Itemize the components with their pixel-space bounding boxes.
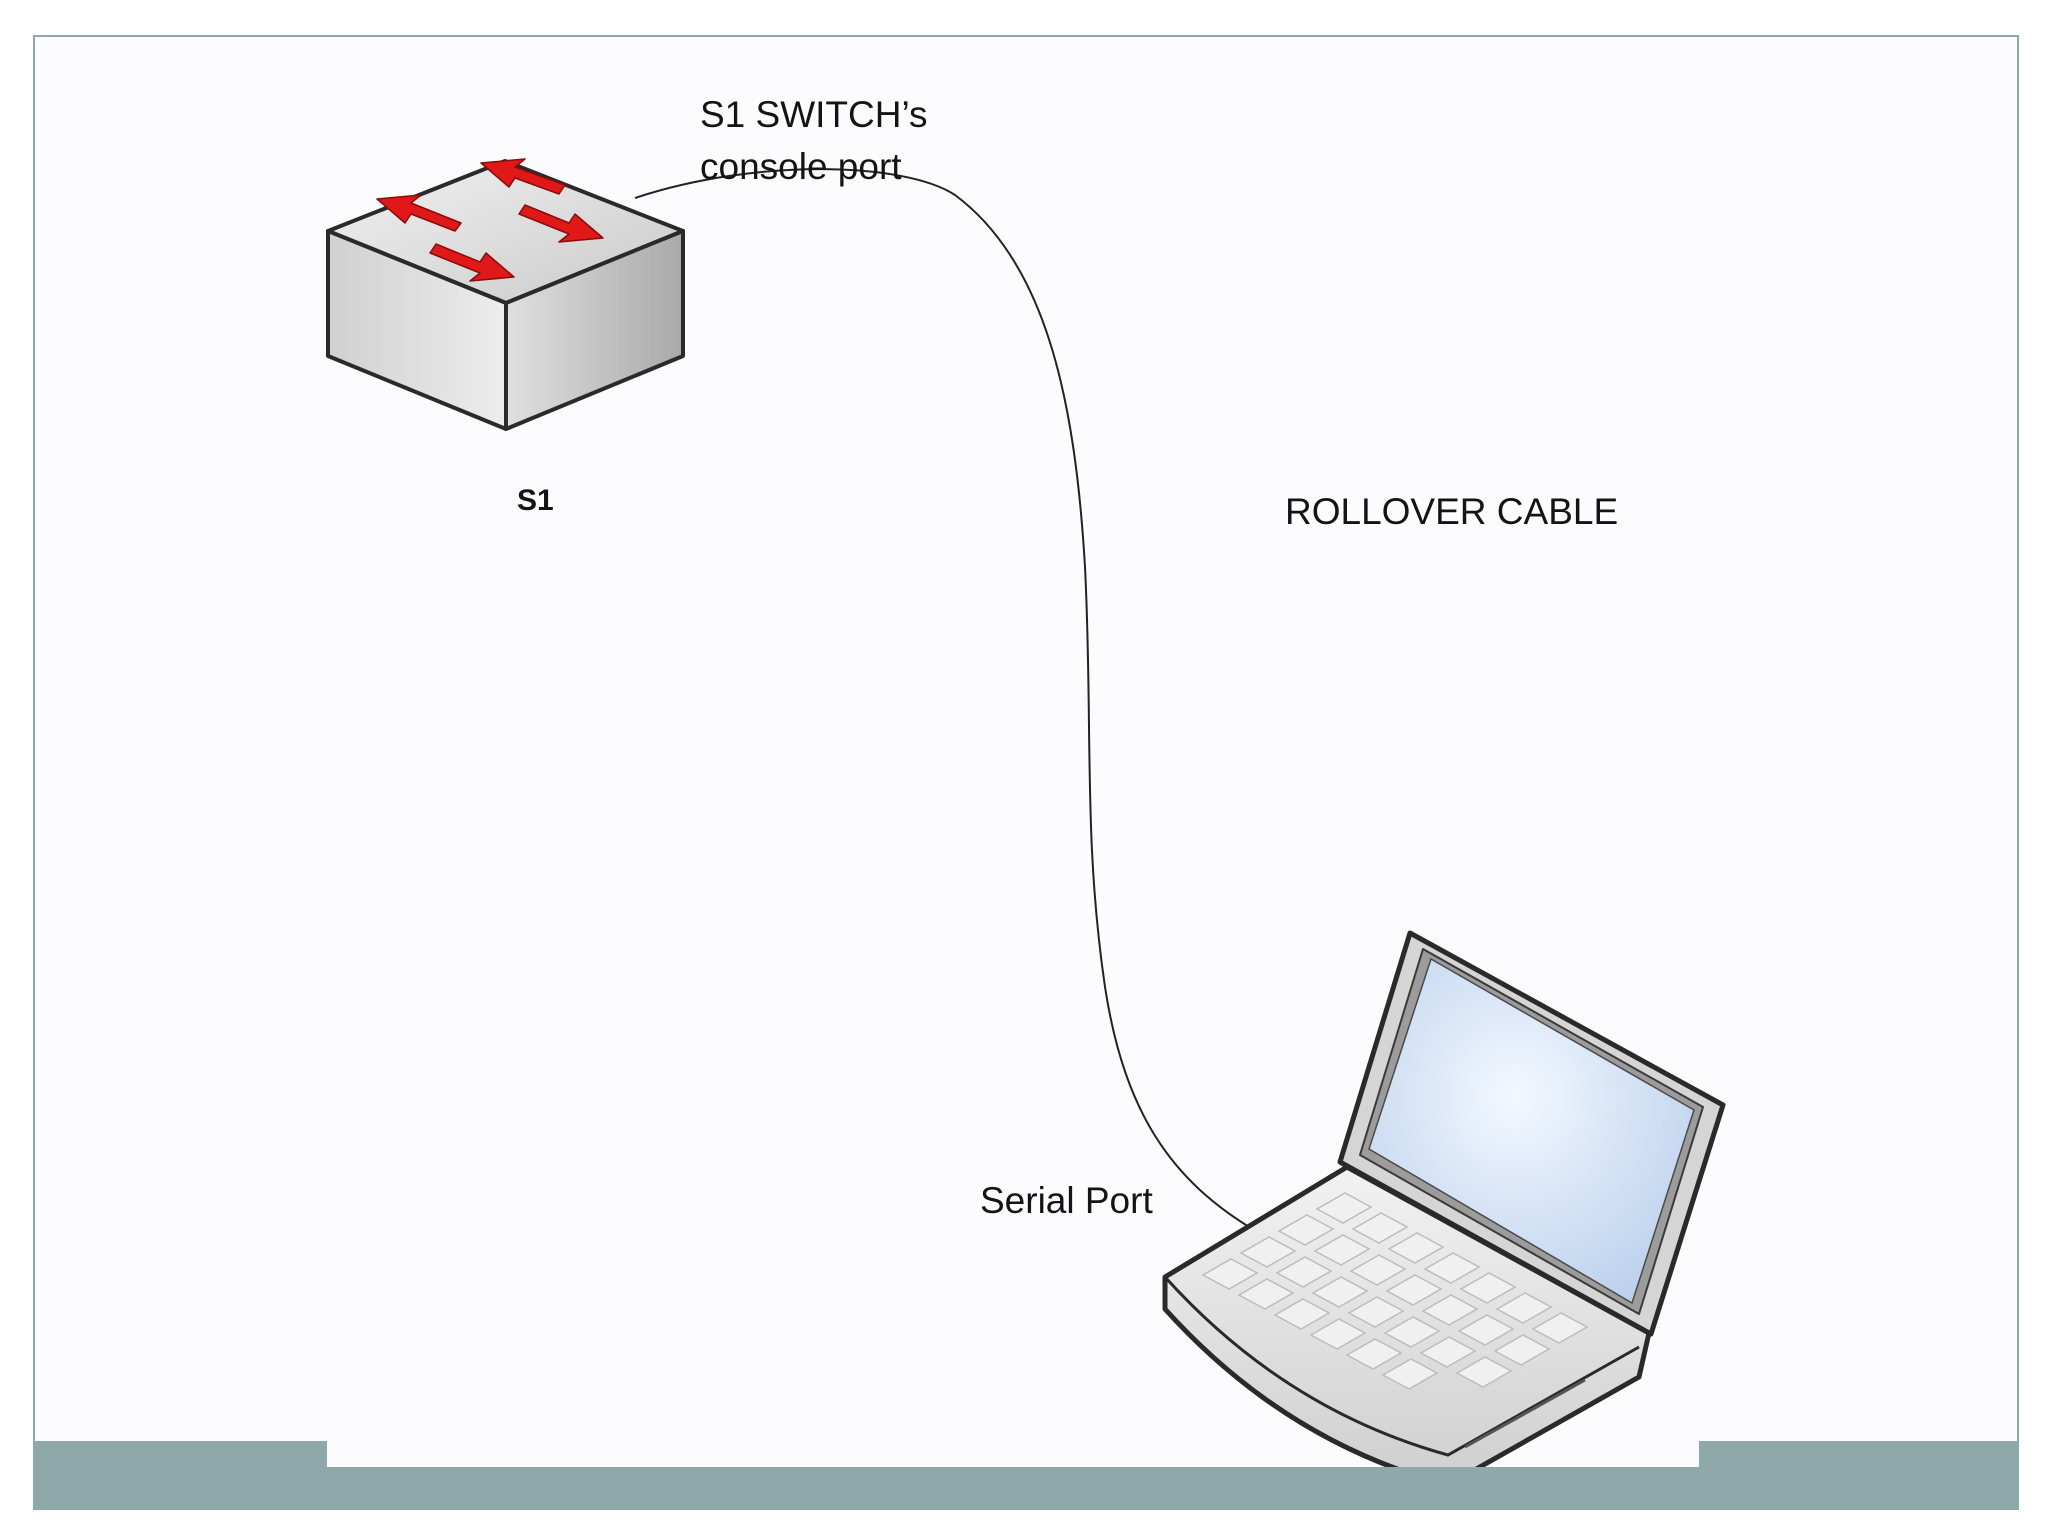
- console-port-label: S1 SWITCH’s console port: [700, 89, 928, 193]
- laptop-icon: [1162, 930, 1726, 1488]
- rollover-cable-line: [634, 168, 1269, 1239]
- console-port-label-line1: S1 SWITCH’s: [700, 94, 928, 135]
- footer-bar-right-block: [1699, 1441, 2017, 1508]
- laptop-keyboard: [1201, 1192, 1589, 1390]
- slide-frame: S1 SWITCH’s console port S1 ROLLOVER CAB…: [33, 35, 2019, 1510]
- footer-bar-left-block: [35, 1441, 327, 1508]
- serial-port-label: Serial Port: [980, 1180, 1153, 1221]
- switch-arrows: [376, 158, 604, 282]
- footer-bar: [35, 1467, 2017, 1508]
- switch-name-label: S1: [517, 484, 554, 517]
- network-switch-icon: [326, 158, 685, 431]
- cable-label: ROLLOVER CABLE: [1285, 491, 1619, 532]
- network-diagram: [326, 158, 1726, 1488]
- console-port-label-line2: console port: [700, 146, 902, 187]
